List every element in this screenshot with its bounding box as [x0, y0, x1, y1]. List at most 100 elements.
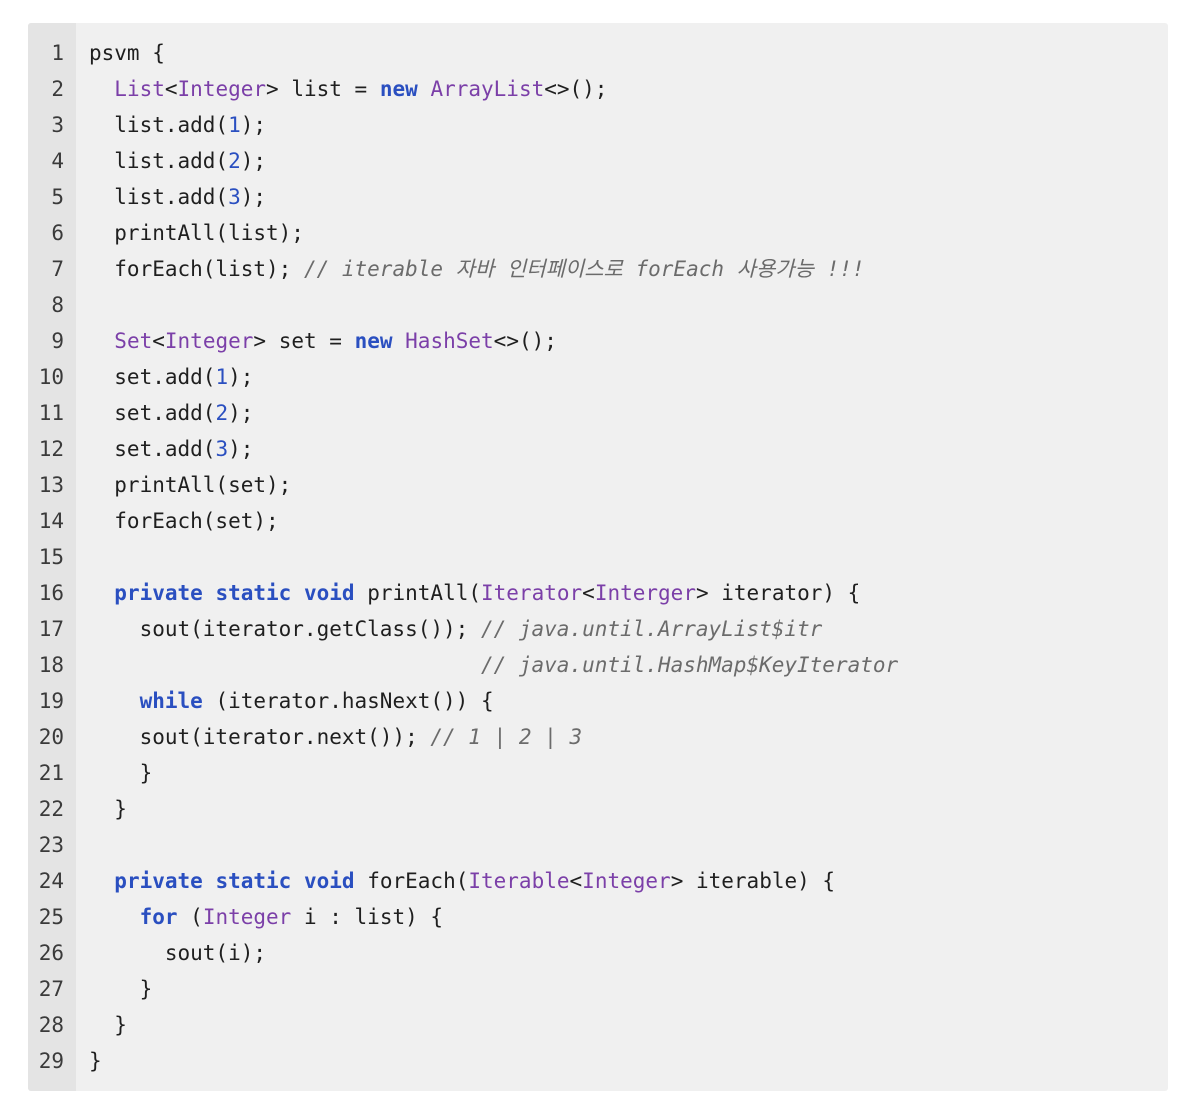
code-token: [393, 329, 406, 353]
code-token: printAll(: [354, 581, 481, 605]
code-token: 1: [228, 113, 241, 137]
code-token: Iterable: [468, 869, 570, 893]
line-number: 29: [38, 1049, 64, 1073]
code-line: forEach(set);: [89, 503, 1168, 539]
code-comment: // 1 | 2 | 3: [430, 725, 583, 749]
line-number: 14: [38, 509, 64, 533]
line-number: 7: [51, 257, 64, 281]
code-token: sout(iterator.getClass());: [89, 617, 481, 641]
code-token: [418, 77, 431, 101]
line-number: 21: [38, 761, 64, 785]
code-token: private: [114, 869, 203, 893]
code-token: Integer: [582, 869, 671, 893]
code-comment: // java.until.HashMap$KeyIterator: [480, 653, 899, 677]
line-number: 18: [38, 653, 64, 677]
code-token: printAll(list);: [89, 221, 304, 245]
code-token: <: [152, 329, 165, 353]
code-token: );: [228, 401, 254, 425]
code-token: }: [89, 1013, 127, 1037]
line-number: 15: [38, 545, 64, 569]
line-number: 6: [51, 221, 64, 245]
code-token: );: [228, 365, 254, 389]
code-line: while (iterator.hasNext()) {: [89, 683, 1168, 719]
code-token: List: [114, 77, 165, 101]
code-token: );: [228, 437, 254, 461]
line-number: 13: [38, 473, 64, 497]
code-token: <: [164, 77, 178, 101]
code-token: printAll(set);: [89, 473, 292, 497]
code-token: void: [303, 581, 355, 605]
line-number: 25: [38, 905, 64, 929]
code-line: printAll(list);: [89, 215, 1168, 251]
code-token: private: [114, 581, 203, 605]
code-token: [203, 581, 216, 605]
code-token: > set =: [253, 329, 355, 353]
code-token: [89, 581, 114, 605]
code-line: set.add(2);: [89, 395, 1168, 431]
code-token: list.add(: [89, 113, 229, 137]
code-line: printAll(set);: [89, 467, 1168, 503]
code-token: );: [240, 185, 267, 209]
line-number: 24: [38, 869, 64, 893]
code-token: sout(iterator.next());: [89, 725, 431, 749]
code-content[interactable]: psvm { List<Integer> list = new ArrayLis…: [76, 23, 1168, 1091]
code-token: set.add(: [89, 437, 216, 461]
code-token: > iterable) {: [670, 869, 836, 893]
code-token: (iterator.hasNext()) {: [202, 689, 494, 713]
code-line: private static void printAll(Iterator<In…: [89, 575, 1168, 611]
code-token: set.add(: [89, 401, 216, 425]
code-token: [89, 329, 114, 353]
code-token: list.add(: [89, 149, 229, 173]
code-line: private static void forEach(Iterable<Int…: [89, 863, 1168, 899]
code-line: psvm {: [89, 35, 1168, 71]
code-token: <: [582, 581, 595, 605]
code-token: new: [354, 329, 393, 353]
code-token: i : list) {: [291, 905, 444, 929]
code-comment: // iterable 자바 인터페이스로 forEach 사용가능 !!!: [303, 257, 865, 281]
code-token: [291, 869, 304, 893]
code-token: [291, 581, 304, 605]
code-line: Set<Integer> set = new HashSet<>();: [89, 323, 1168, 359]
code-line: list.add(3);: [89, 179, 1168, 215]
code-token: static: [215, 869, 292, 893]
code-token: > iterator) {: [695, 581, 861, 605]
code-token: }: [89, 977, 153, 1001]
code-token: <: [569, 869, 583, 893]
code-token: [203, 869, 216, 893]
line-number: 5: [51, 185, 64, 209]
code-token: Integer: [164, 329, 254, 353]
code-line: [89, 539, 1168, 575]
line-number: 23: [38, 833, 64, 857]
code-line: }: [89, 1043, 1168, 1079]
code-line: sout(i);: [89, 935, 1168, 971]
code-comment: // java.until.ArrayList$itr: [480, 617, 823, 641]
code-line: }: [89, 791, 1168, 827]
line-number: 8: [51, 293, 64, 317]
line-number: 1: [51, 41, 64, 65]
code-token: Interger: [594, 581, 696, 605]
code-token: new: [379, 77, 418, 101]
code-token: while: [139, 689, 203, 713]
code-line: set.add(3);: [89, 431, 1168, 467]
code-line: list.add(1);: [89, 107, 1168, 143]
code-line: forEach(list); // iterable 자바 인터페이스로 for…: [89, 251, 1168, 287]
code-line: List<Integer> list = new ArrayList<>();: [89, 71, 1168, 107]
code-token: <>();: [544, 77, 608, 101]
code-line: }: [89, 755, 1168, 791]
line-number: 10: [38, 365, 64, 389]
code-token: set.add(: [89, 365, 216, 389]
code-token: [89, 905, 140, 929]
line-number: 28: [38, 1013, 64, 1037]
code-token: 2: [215, 401, 229, 425]
code-token: Iterator: [481, 581, 583, 605]
line-number: 2: [51, 77, 64, 101]
code-token: psvm {: [89, 41, 165, 65]
code-token: [89, 77, 114, 101]
code-token: forEach(list);: [89, 257, 304, 281]
line-number: 19: [38, 689, 64, 713]
code-token: );: [240, 149, 267, 173]
line-number: 3: [51, 113, 64, 137]
code-token: }: [89, 1049, 102, 1073]
line-number: 11: [38, 401, 64, 425]
